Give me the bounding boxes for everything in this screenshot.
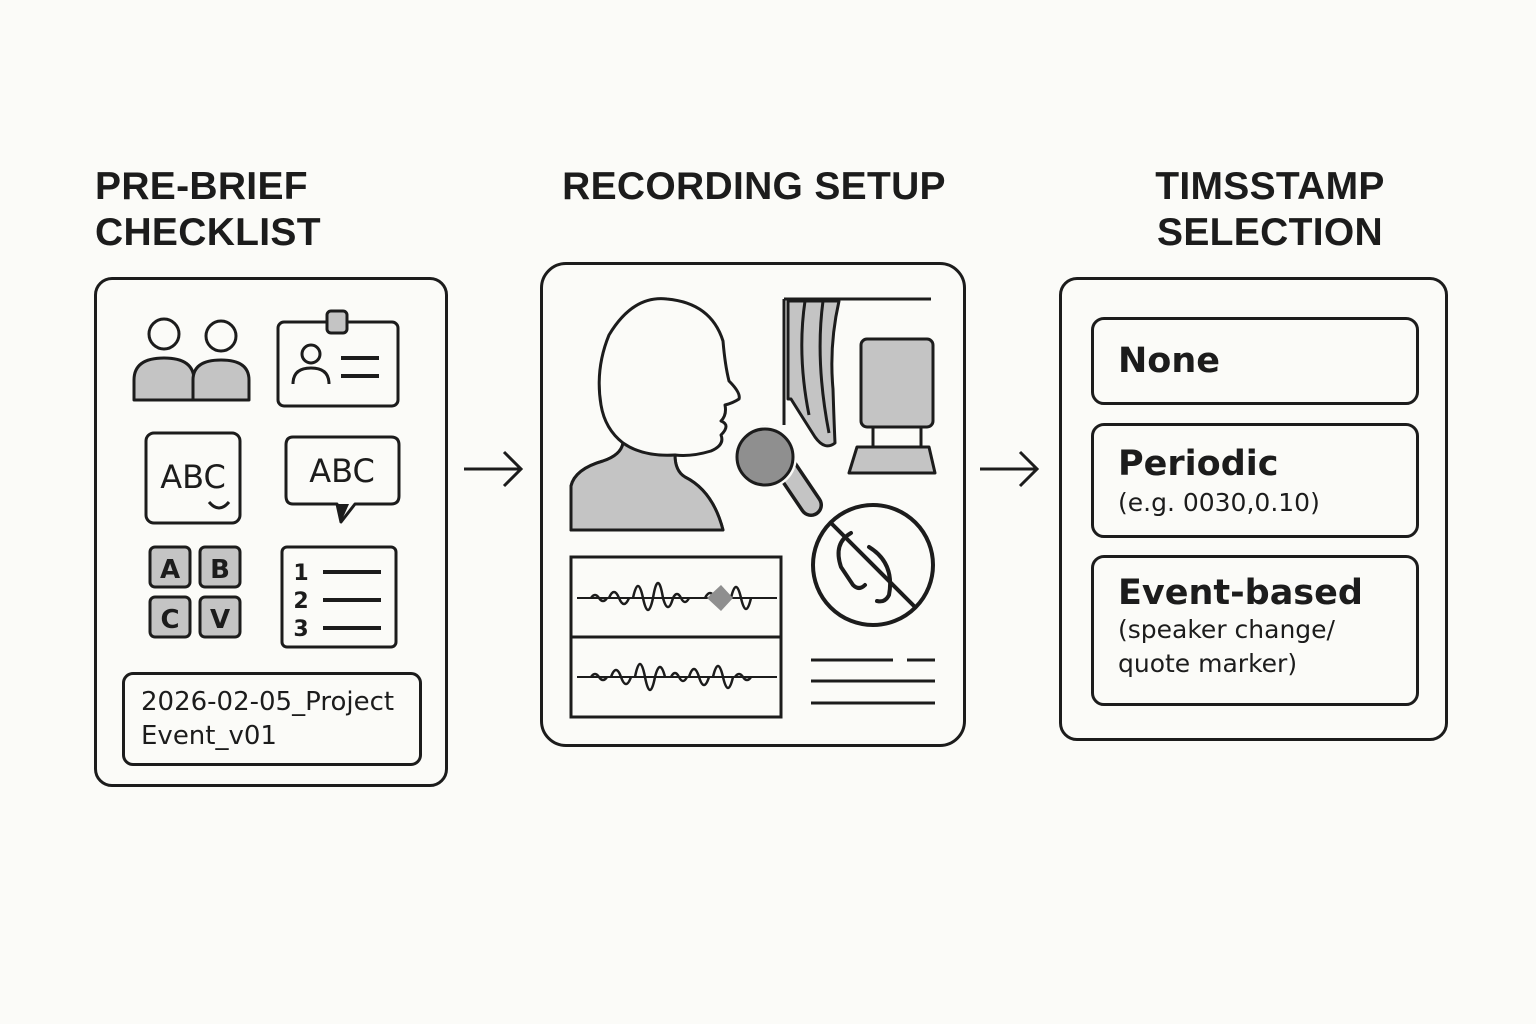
heading-line: PRE-BRIEF	[95, 165, 308, 208]
choice-letter: A	[160, 555, 180, 585]
option-title: Event-based	[1118, 573, 1363, 613]
notes-lines-icon	[811, 658, 935, 705]
option-event-based[interactable]: Event-based (speaker change/ quote marke…	[1091, 555, 1419, 706]
step-1-heading: PRE-BRIEF CHECKLIST	[95, 164, 321, 256]
numbered-list-icon: 1 2 3	[280, 545, 398, 649]
heading-line: CHECKLIST	[95, 211, 321, 254]
option-title: Periodic	[1118, 444, 1279, 484]
choice-letter: C	[160, 605, 179, 635]
pre-brief-checklist-panel: ABC ABC A B C V 1 2 3 2026-02-05_Project…	[94, 277, 448, 787]
id-badge-icon	[276, 309, 400, 408]
arrow-right-icon	[980, 450, 1040, 488]
choice-letter: V	[210, 605, 230, 635]
abc-speech-icon: ABC	[284, 435, 401, 524]
recording-setup-panel	[540, 262, 966, 747]
list-number: 1	[293, 561, 308, 586]
answer-choices-icon: A B C V	[148, 545, 242, 639]
option-description: (speaker change/	[1118, 615, 1335, 644]
participants-icon	[132, 317, 251, 402]
option-title: None	[1118, 341, 1220, 381]
abc-label: ABC	[160, 458, 226, 496]
timestamp-selection-panel: None Periodic (e.g. 0030,0.10) Event-bas…	[1059, 277, 1448, 741]
list-number: 2	[293, 589, 308, 614]
option-description: quote marker)	[1118, 649, 1298, 678]
heading-line: SELECTION	[1157, 211, 1383, 254]
step-3-heading: TIMSSTAMP SELECTION	[1060, 164, 1480, 256]
heading-line: RECORDING SETUP	[562, 165, 946, 208]
abc-label: ABC	[309, 452, 375, 490]
arrow-right-icon	[464, 450, 524, 488]
step-2-heading: RECORDING SETUP	[540, 164, 968, 210]
spelling-abc-icon: ABC	[144, 431, 242, 525]
option-none[interactable]: None	[1091, 317, 1419, 405]
option-description: (e.g. 0030,0.10)	[1118, 488, 1320, 517]
no-echo-icon	[811, 503, 935, 627]
microphone-icon	[733, 420, 828, 522]
recording-setup-illustration	[569, 297, 937, 719]
waveform-icon	[569, 555, 783, 719]
heading-line: TIMSSTAMP	[1155, 165, 1385, 208]
filename-line: 2026-02-05_Project	[141, 687, 395, 717]
speaker-head-icon	[569, 297, 741, 532]
list-number: 3	[293, 617, 308, 642]
window-curtain-icon	[782, 297, 931, 448]
computer-monitor-icon	[847, 337, 937, 475]
filename-line: Event_v01	[141, 721, 277, 751]
file-naming-field: 2026-02-05_Project Event_v01	[122, 672, 422, 766]
option-periodic[interactable]: Periodic (e.g. 0030,0.10)	[1091, 423, 1419, 538]
choice-letter: B	[210, 555, 230, 585]
